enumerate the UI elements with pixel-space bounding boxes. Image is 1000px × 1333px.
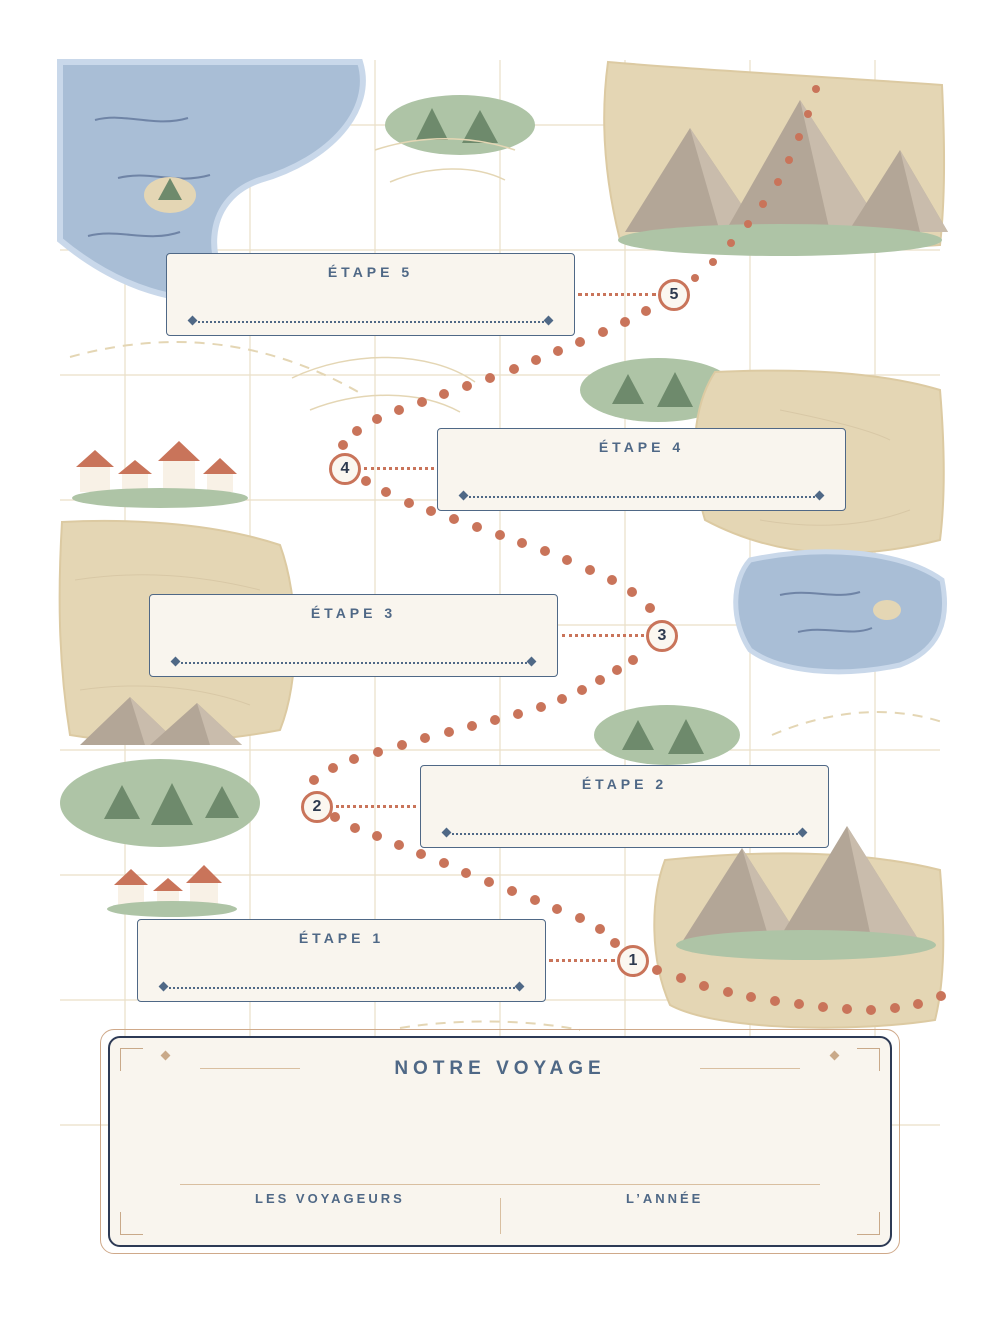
stage-5-connector: [578, 293, 656, 296]
forest-top: [385, 95, 535, 155]
tree-icon: [158, 178, 182, 200]
journey-path: [309, 85, 946, 1015]
stage-4-marker: 4: [329, 453, 361, 485]
stage-3-marker: 3: [646, 620, 678, 652]
stage-4-title: ÉTAPE 4: [598, 439, 685, 455]
village-left: [72, 441, 248, 508]
field-divider: [500, 1198, 501, 1234]
stage-5-title: ÉTAPE 5: [327, 264, 414, 280]
stage-5-card[interactable]: ÉTAPE 5: [166, 253, 575, 336]
stage-4-card[interactable]: ÉTAPE 4: [437, 428, 846, 511]
forest-stage2: [594, 705, 740, 765]
corner-ornament: [120, 1048, 143, 1071]
lake-top-left: [57, 59, 366, 304]
stage-2-entry-line[interactable]: [447, 833, 802, 835]
stage-3-connector: [562, 634, 644, 637]
corner-ornament: [120, 1212, 143, 1235]
title-rule-right: [700, 1068, 800, 1069]
forest-middle: [580, 358, 736, 422]
forest-left: [60, 759, 260, 847]
stage-2-connector: [336, 805, 416, 808]
year-label: L’ANNÉE: [626, 1191, 704, 1206]
stage-2-marker: 2: [301, 791, 333, 823]
village-lower-left: [107, 865, 237, 917]
trip-title: NOTRE VOYAGE: [394, 1058, 606, 1079]
stage-3-entry-line[interactable]: [176, 662, 531, 664]
corner-ornament: [857, 1048, 880, 1071]
stage-1-marker: 1: [617, 945, 649, 977]
stage-3-card[interactable]: ÉTAPE 3: [149, 594, 558, 677]
corner-ornament: [857, 1212, 880, 1235]
stage-5-marker: 5: [658, 279, 690, 311]
stage-1-title: ÉTAPE 1: [298, 930, 385, 946]
footer-outer-frame: [100, 1029, 900, 1254]
pond-right: [733, 549, 948, 675]
stage-1-card[interactable]: ÉTAPE 1: [137, 919, 546, 1002]
stage-4-entry-line[interactable]: [464, 496, 819, 498]
stage-3-title: ÉTAPE 3: [310, 605, 397, 621]
signature-line[interactable]: [180, 1184, 820, 1185]
stage-1-connector: [549, 959, 615, 962]
travelers-label: LES VOYAGEURS: [255, 1191, 405, 1206]
title-rule-left: [200, 1068, 300, 1069]
stage-4-connector: [364, 467, 434, 470]
trip-summary-panel: NOTRE VOYAGE LES VOYAGEURS L’ANNÉE: [108, 1036, 892, 1247]
stage-5-entry-line[interactable]: [193, 321, 548, 323]
stage-2-title: ÉTAPE 2: [581, 776, 668, 792]
stage-1-entry-line[interactable]: [164, 987, 519, 989]
stage-2-card[interactable]: ÉTAPE 2: [420, 765, 829, 848]
